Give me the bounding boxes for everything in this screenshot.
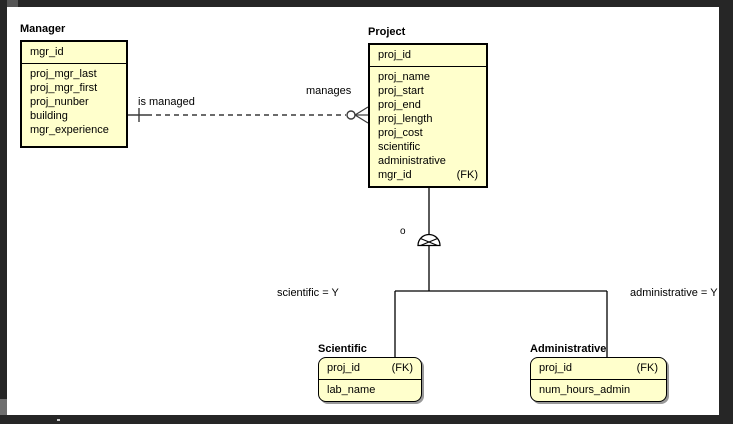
- fk-tag: (FK): [456, 169, 478, 181]
- entity-title-scientific: Scientific: [318, 343, 367, 355]
- administrative-pk-section: proj_id (FK): [531, 358, 666, 380]
- attribute: proj_mgr_first: [30, 82, 98, 94]
- category-symbol: [417, 233, 441, 247]
- manager-pk-section: mgr_id: [22, 42, 126, 64]
- entity-scientific[interactable]: proj_id (FK) lab_name: [318, 357, 422, 402]
- attribute: proj_cost: [378, 127, 423, 139]
- entity-title-administrative: Administrative: [530, 343, 607, 355]
- manager-attr-section: proj_mgr_last proj_mgr_first proj_nunber…: [22, 64, 126, 137]
- attribute: administrative: [378, 155, 446, 167]
- pk-tag: (FK): [636, 362, 658, 374]
- discriminator-label-scientific: scientific = Y: [277, 287, 339, 299]
- project-pk-section: proj_id: [370, 45, 486, 67]
- pk-name: proj_id: [539, 362, 573, 374]
- category-cardinality-label: o: [400, 226, 406, 237]
- relationship-label-is-managed: is managed: [138, 96, 195, 108]
- relationship-manages-line: [128, 106, 369, 124]
- fk-name: mgr_id: [378, 169, 412, 181]
- entity-manager[interactable]: mgr_id proj_mgr_last proj_mgr_first proj…: [20, 40, 128, 148]
- pk-name: proj_id: [327, 362, 361, 374]
- attribute-proj-id: proj_id: [378, 49, 412, 61]
- zero-or-many-crowfoot: [346, 106, 369, 124]
- attribute: building: [30, 110, 68, 122]
- project-attr-section: proj_name proj_start proj_end proj_lengt…: [370, 67, 486, 182]
- attribute: proj_name: [378, 71, 430, 83]
- attribute: num_hours_admin: [539, 384, 631, 396]
- scientific-pk-section: proj_id (FK): [319, 358, 421, 380]
- entity-title-manager: Manager: [20, 23, 66, 35]
- frame-corner-mark: [7, 0, 18, 7]
- attribute-fk: mgr_id (FK): [370, 168, 486, 182]
- attribute: proj_length: [378, 113, 433, 125]
- attribute: mgr_experience: [30, 124, 109, 136]
- cursor-mark: [57, 419, 60, 421]
- attribute-mgr-id: mgr_id: [30, 46, 64, 58]
- category-connector: [394, 188, 608, 357]
- entity-administrative[interactable]: proj_id (FK) num_hours_admin: [530, 357, 667, 402]
- attribute: scientific: [378, 141, 421, 153]
- entity-project[interactable]: proj_id proj_name proj_start proj_end pr…: [368, 43, 488, 188]
- attribute: proj_start: [378, 85, 424, 97]
- entity-title-project: Project: [368, 26, 406, 38]
- pk-tag: (FK): [391, 362, 413, 374]
- attribute: proj_nunber: [30, 96, 89, 108]
- attribute: lab_name: [327, 384, 376, 396]
- frame-bottom-mark: [0, 399, 7, 415]
- relationship-label-manages: manages: [306, 85, 352, 97]
- attribute: proj_end: [378, 99, 421, 111]
- discriminator-label-administrative: administrative = Y: [630, 287, 718, 299]
- attribute: proj_mgr_last: [30, 68, 97, 80]
